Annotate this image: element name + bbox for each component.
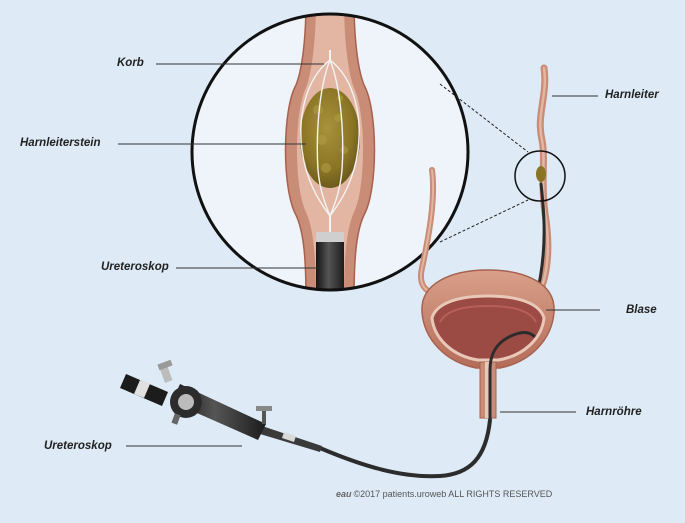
stone-magnified — [300, 88, 360, 188]
label-blase: Blase — [626, 304, 657, 316]
zoom-indicator-circle — [514, 150, 566, 202]
ureteroscope-in-bladder — [488, 331, 536, 422]
stone-small — [536, 166, 546, 182]
leader-lines — [118, 63, 600, 447]
zoom-connector-lines — [439, 83, 529, 243]
detail-circle-border — [190, 12, 470, 292]
label-ureteroskop-detail: Ureteroskop — [101, 261, 169, 273]
label-harnroehre: Harnröhre — [586, 406, 642, 418]
ureteroscope-instrument — [120, 359, 492, 479]
label-harnleiterstein: Harnleiterstein — [20, 137, 101, 149]
label-harnleiter: Harnleiter — [605, 89, 659, 101]
basket-wires — [300, 50, 360, 232]
copyright-footer: eau©2017 patients.uroweb ALL RIGHTS RESE… — [336, 488, 552, 500]
bladder — [421, 269, 555, 419]
ureteroscope-tip — [316, 232, 344, 290]
eau-logo: eau — [336, 489, 352, 499]
label-ureteroskop-main: Ureteroskop — [44, 440, 112, 452]
copyright-text: ©2017 patients.uroweb ALL RIGHTS RESERVE… — [353, 489, 553, 499]
label-korb: Korb — [117, 57, 144, 69]
magnified-detail — [190, 12, 470, 292]
